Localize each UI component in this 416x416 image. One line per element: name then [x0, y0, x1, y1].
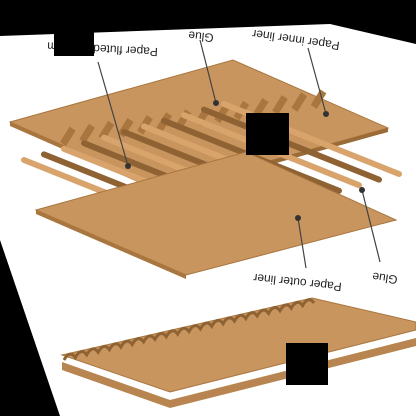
leader-inner-liner [307, 47, 327, 115]
glue-tooth [60, 126, 76, 146]
assembled-flute-wave [62, 298, 316, 361]
glue-tooth [79, 123, 95, 144]
leader-lines [97, 39, 381, 269]
outer-liner-edge [36, 210, 186, 279]
glue-tooth [252, 98, 269, 118]
mask-top-left [54, 24, 94, 56]
glue-tooth [272, 95, 288, 115]
flute-ridge [201, 106, 382, 183]
dot-glue-top [213, 100, 219, 106]
mask-middle [246, 113, 289, 155]
leader-dots [125, 100, 365, 221]
outer-liner-sheet [34, 151, 398, 276]
leader-glue-top [199, 39, 217, 104]
label-glue-right: Glue [371, 269, 398, 286]
dot-glue-right [359, 187, 365, 193]
glue-tooth [310, 89, 327, 109]
leader-glue-right [361, 189, 381, 263]
mask-bottom [286, 343, 328, 385]
dot-inner-liner [323, 111, 329, 117]
glue-tooth [291, 92, 308, 112]
dot-flute-medium [125, 163, 131, 169]
leader-flute-medium [97, 61, 129, 167]
leader-outer-liner [297, 217, 307, 269]
dot-outer-liner [295, 215, 301, 221]
label-glue-top: Glue [187, 28, 214, 45]
assembled-board-flutes [62, 298, 316, 361]
assembled-board-top [60, 297, 416, 393]
